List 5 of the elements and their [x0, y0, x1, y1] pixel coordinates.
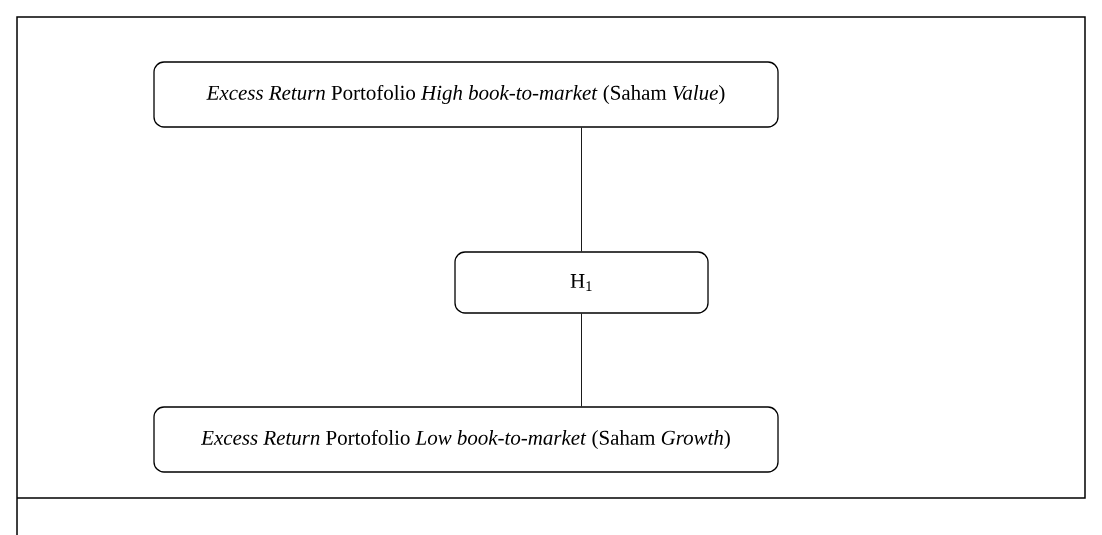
connector-line [581, 313, 582, 407]
process-box: H$_{1}$ [454, 251, 709, 314]
connector-line [581, 127, 582, 252]
process-box: Excess Return Portofolio High book-to-market (Saham Value) [153, 61, 779, 128]
process-box: Excess Return Portofolio Low book-to-market (Saham Growth) [153, 406, 779, 473]
